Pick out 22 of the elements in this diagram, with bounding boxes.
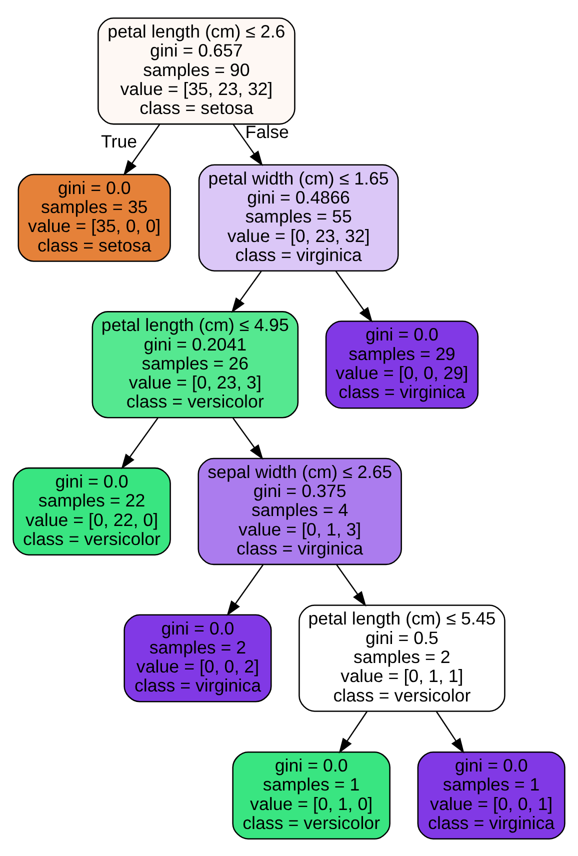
arrow xyxy=(336,564,366,606)
arrow xyxy=(121,417,158,469)
edge-label: True xyxy=(101,130,138,151)
arrow xyxy=(436,710,464,753)
node-box: petal length (cm) ≤ 2.6 gini = 0.657 samples = 90 value = [35, 23, 32] class = setosa xyxy=(98,16,296,124)
node-box: petal length (cm) ≤ 4.95 gini = 0.2041 samples = 26 value = [0, 23, 3] class = versicolor xyxy=(92,310,299,418)
arrow xyxy=(123,124,160,176)
arrow xyxy=(338,710,368,753)
arrow xyxy=(231,270,262,312)
node-box: petal length (cm) ≤ 5.45 gini = 0.5 samples = 2 value = [0, 1, 1] class = versicolor xyxy=(298,604,506,712)
node-box: gini = 0.0 samples = 29 value = [0, 0, 29] class = virginica xyxy=(325,320,479,408)
arrow xyxy=(335,270,373,322)
node-box: gini = 0.0 samples = 22 value = [0, 22, 0] class = versicolor xyxy=(12,466,171,556)
arrow xyxy=(232,124,263,166)
node-box: gini = 0.0 samples = 1 value = [0, 1, 0] class = versicolor xyxy=(232,750,390,840)
node-box: gini = 0.0 samples = 2 value = [0, 0, 2] class = virginica xyxy=(124,614,272,702)
node-box: sepal width (cm) ≤ 2.65 gini = 0.375 samples = 4 value = [0, 1, 3] class = virginica xyxy=(198,457,402,565)
node-box: petal width (cm) ≤ 1.65 gini = 0.4866 samples = 55 value = [0, 23, 32] class = virginica xyxy=(198,164,399,271)
arrow xyxy=(226,564,264,616)
arrow xyxy=(232,417,264,460)
node-box: gini = 0.0 samples = 1 value = [0, 0, 1] class = virginica xyxy=(417,750,566,840)
node-box: gini = 0.0 samples = 35 value = [35, 0, 0] class = setosa xyxy=(18,173,171,262)
